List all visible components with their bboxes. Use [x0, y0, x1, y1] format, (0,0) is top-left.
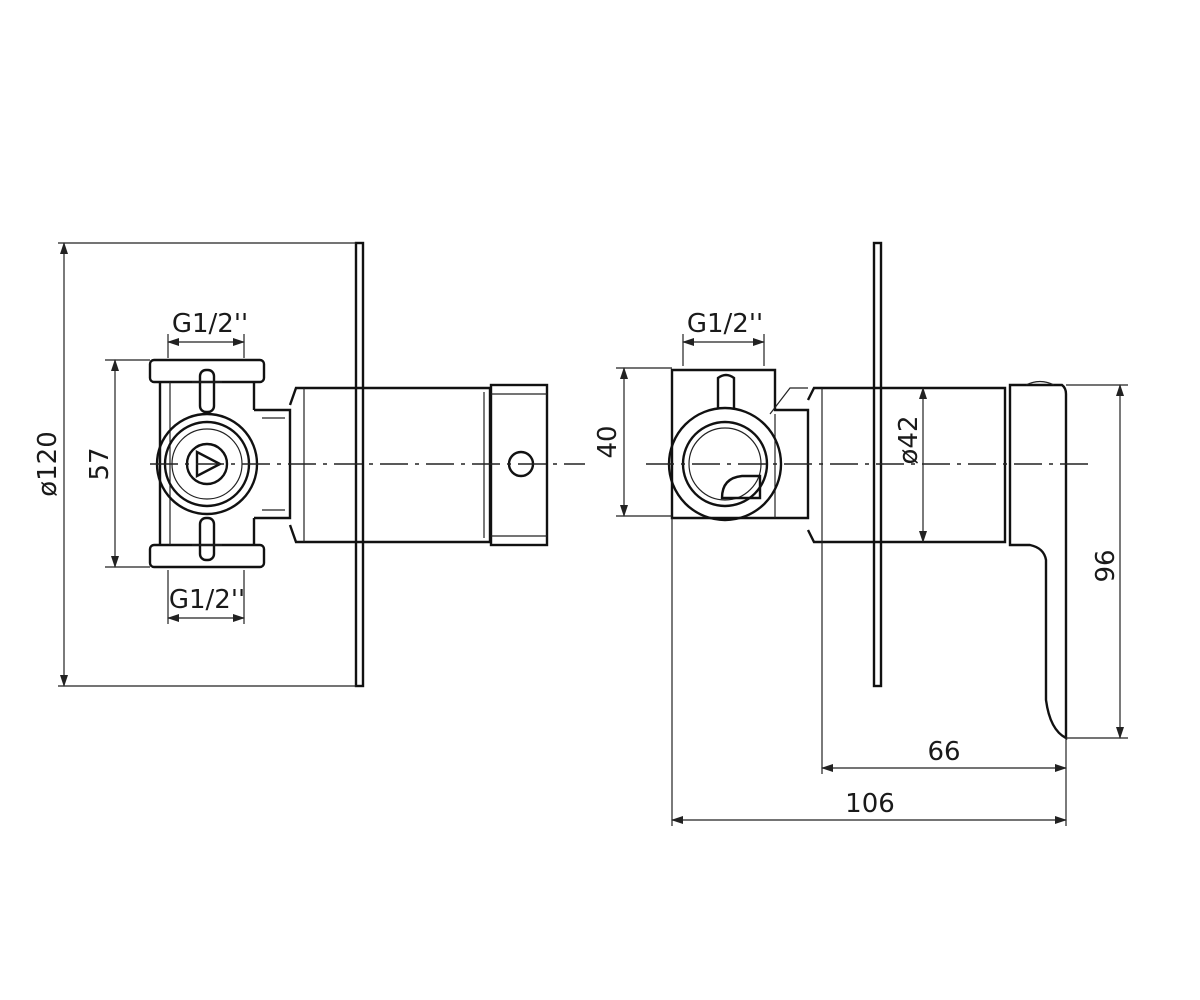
- body-height-label: 40: [593, 425, 623, 458]
- side-view: G1/2'' 40 ø42 96 66 106: [593, 241, 1128, 826]
- side-top-pin: [716, 373, 736, 408]
- bottom-pin: [198, 516, 216, 562]
- side-cartridge: [806, 386, 1007, 544]
- bottom-fitting: [148, 543, 266, 569]
- height-57-label: 57: [85, 447, 115, 480]
- bottom-thread-label: G1/2'': [169, 585, 245, 615]
- cap-ring: [489, 383, 549, 547]
- top-thread-label: G1/2'': [172, 309, 248, 339]
- handle-height-label: 96: [1091, 549, 1121, 582]
- cartridge-diameter-label: ø42: [894, 416, 924, 465]
- front-view: G1/2'' G1/2'' 57 ø120: [33, 241, 585, 688]
- lever-handle: [1008, 383, 1068, 740]
- plate-diameter-label: ø120: [33, 431, 63, 497]
- side-valve-block: [670, 368, 810, 520]
- total-depth-label: 106: [845, 789, 895, 819]
- projection-label: 66: [927, 737, 960, 767]
- cartridge-body: [288, 386, 492, 544]
- side-thread-label: G1/2'': [687, 309, 763, 339]
- top-pin: [198, 368, 216, 414]
